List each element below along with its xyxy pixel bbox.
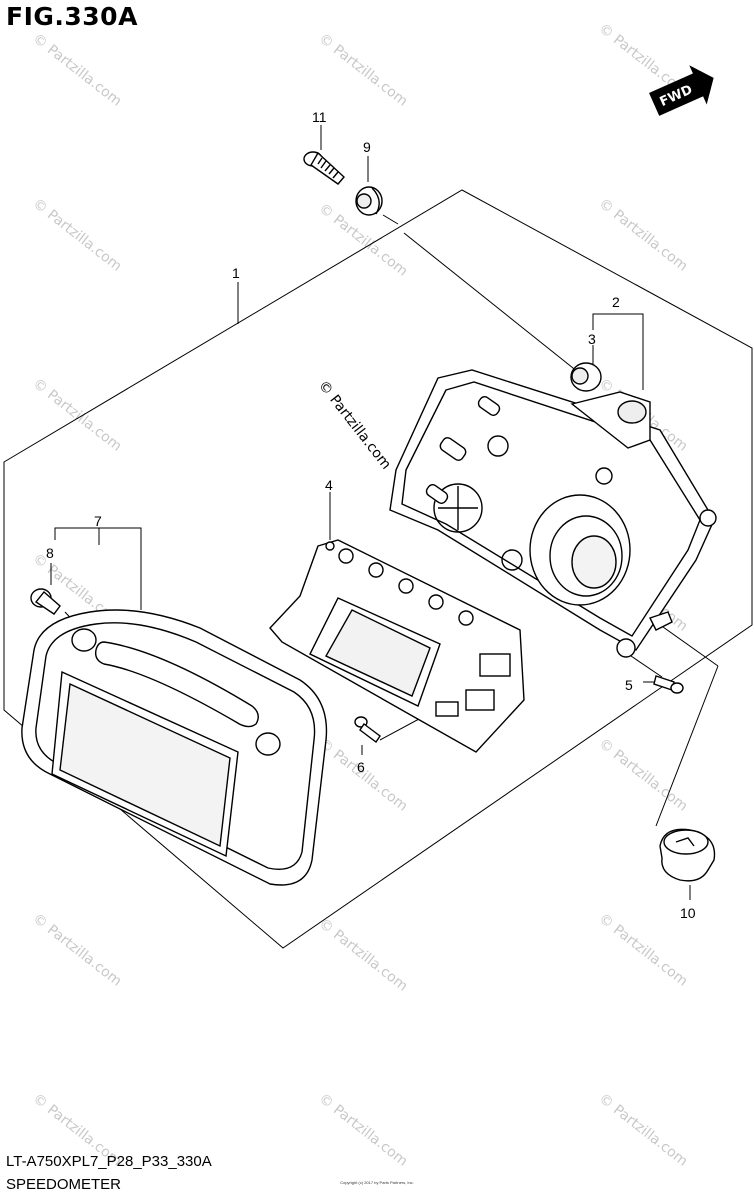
model-code: LT-A750XPL7_P28_P33_330A xyxy=(6,1153,212,1170)
callout-3: 3 xyxy=(588,331,596,347)
callout-labels: 1 2 3 4 5 6 7 8 9 10 11 xyxy=(46,109,696,921)
callout-11: 11 xyxy=(312,109,327,125)
meter-board-part-4 xyxy=(269,539,525,753)
callout-5: 5 xyxy=(625,677,633,693)
callout-10: 10 xyxy=(680,905,696,921)
watermark-text: © Partzilla.com xyxy=(30,196,125,275)
watermark-text: © Partzilla.com xyxy=(596,911,691,990)
watermark-text: © Partzilla.com xyxy=(30,911,125,990)
callout-6: 6 xyxy=(357,759,365,775)
callout-2: 2 xyxy=(612,294,620,310)
watermark-text: © Partzilla.com xyxy=(596,196,691,275)
watermark-text: © Partzilla.com xyxy=(316,31,411,110)
screw-part-6 xyxy=(354,716,381,744)
copyright-notice: Copyright (c) 2017 by Parts Partners, In… xyxy=(340,1180,414,1185)
watermark-text: © Partzilla.com xyxy=(30,376,125,455)
watermark-text: © Partzilla.com xyxy=(596,736,691,815)
arrow-right-icon xyxy=(649,65,714,116)
callout-1: 1 xyxy=(232,265,240,281)
screw-part-8 xyxy=(30,588,61,615)
watermark-text: © Partzilla.com xyxy=(316,736,411,815)
grommet-part-9 xyxy=(355,186,383,216)
fwd-direction-badge: FWD xyxy=(649,65,714,116)
grommet-part-3 xyxy=(570,362,602,392)
watermark-text: © Partzilla.com xyxy=(596,1091,691,1170)
callout-9: 9 xyxy=(363,139,371,155)
rear-case-part-2 xyxy=(389,369,717,658)
watermark-text: © Partzilla.com xyxy=(316,1091,411,1170)
assembly-outline xyxy=(3,189,753,949)
callout-7: 7 xyxy=(94,513,102,529)
callout-8: 8 xyxy=(46,545,54,561)
front-cover-part-7 xyxy=(21,609,328,886)
watermark-text: © Partzilla.com xyxy=(316,916,411,995)
callout-4: 4 xyxy=(325,477,333,493)
bolt-part-11 xyxy=(303,151,345,185)
figure-name: SPEEDOMETER xyxy=(6,1176,122,1193)
center-watermark: © Partzilla.com xyxy=(315,378,394,473)
figure-title: FIG.330A xyxy=(6,2,138,31)
socket-part-10 xyxy=(659,828,716,882)
screw-part-5 xyxy=(653,675,684,694)
watermark-text: © Partzilla.com xyxy=(30,31,125,110)
